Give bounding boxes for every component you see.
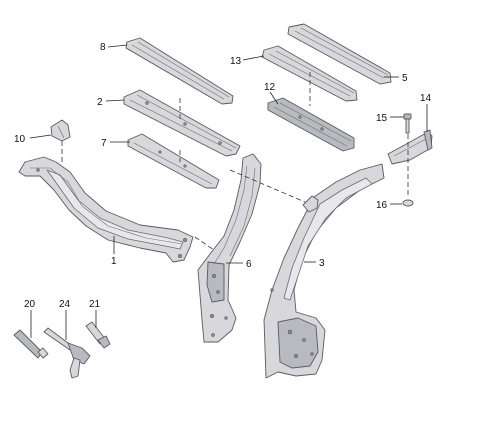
callout-3: 3 [319, 258, 325, 269]
part-1-windshield-frame [18, 156, 194, 263]
part-13-rail [261, 45, 358, 102]
part-2-rail [123, 89, 241, 157]
part-3-a-pillar-outer [263, 163, 385, 379]
part-7-reinforcement [127, 133, 220, 189]
part-16-washer [402, 199, 414, 207]
part-8-roof-rail [125, 37, 234, 105]
callout-1: 1 [111, 256, 117, 267]
callout-8: 8 [100, 42, 106, 53]
callout-20: 20 [24, 299, 36, 310]
part-15-bolt [403, 113, 412, 134]
callout-21: 21 [89, 299, 101, 310]
part-5-outer-rail [287, 23, 392, 85]
callout-10: 10 [14, 134, 26, 145]
callout-16: 16 [376, 200, 388, 211]
callouts: 8 2 7 10 1 13 5 12 14 15 16 6 3 20 24 21 [14, 42, 432, 310]
part-12-inner-rail [267, 97, 355, 152]
callout-5: 5 [402, 73, 408, 84]
callout-13: 13 [230, 56, 242, 67]
callout-2: 2 [97, 97, 103, 108]
callout-7: 7 [101, 138, 107, 149]
callout-12: 12 [264, 82, 276, 93]
part-21-nozzle [85, 321, 111, 349]
leader-lines [29, 44, 428, 340]
part-14-bracket [387, 129, 433, 165]
part-6-a-pillar-inner [197, 153, 262, 343]
part-20-adhesive-tube [13, 329, 49, 359]
callout-15: 15 [376, 113, 388, 124]
part-10-bracket [50, 119, 71, 142]
assembly-lines [61, 72, 409, 251]
pillar-bracket [302, 195, 319, 213]
part-24-applicator-gun [43, 327, 91, 379]
callout-14: 14 [420, 93, 432, 104]
callout-24: 24 [59, 299, 71, 310]
callout-6: 6 [246, 259, 252, 270]
